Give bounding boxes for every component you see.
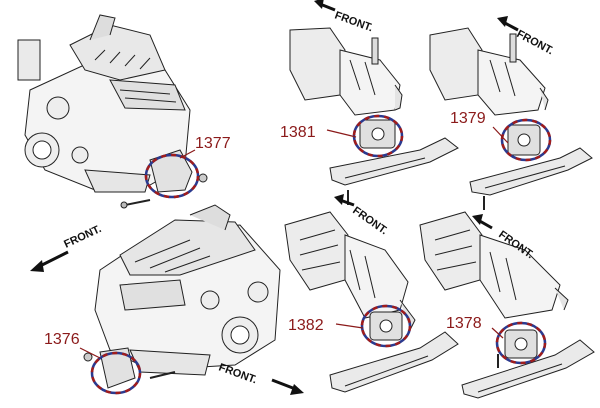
mount-1382-highlight (360, 304, 412, 348)
engine-bottom-illustration (83, 204, 281, 389)
callout-1376: 1376 (44, 331, 80, 348)
front-arrow-engine-bottom (271, 378, 304, 395)
leader-1382 (335, 323, 364, 329)
leader-1381 (326, 129, 357, 138)
front-label-engine-top: FRONT. (62, 223, 103, 251)
front-arrow-trans-4 (472, 214, 493, 230)
transmission-1378-illustration (419, 211, 595, 399)
front-label-trans-2: FRONT. (515, 28, 556, 57)
callout-1382: 1382 (288, 317, 324, 334)
leader-1379 (492, 126, 509, 144)
leader-1376 (79, 347, 101, 359)
callout-1377: 1377 (195, 135, 231, 152)
mount-1377-highlight (144, 153, 200, 199)
transmission-1382-illustration (284, 211, 459, 393)
mount-1376-highlight (90, 351, 142, 395)
callout-1381: 1381 (280, 124, 316, 141)
front-arrow-trans-1 (314, 0, 336, 12)
callout-1379: 1379 (450, 110, 486, 127)
front-arrow-engine-top (30, 250, 69, 272)
transmission-1381-illustration (289, 27, 459, 205)
callout-1378: 1378 (446, 315, 482, 332)
leader-1377 (179, 149, 196, 159)
front-arrow-trans-3 (334, 194, 355, 207)
front-label-engine-bottom: FRONT. (217, 362, 258, 387)
front-label-trans-3: FRONT. (350, 205, 389, 238)
leader-1378 (491, 327, 504, 339)
engine-top-illustration (17, 14, 208, 209)
mount-1379-highlight (500, 118, 552, 162)
front-arrow-trans-2 (497, 16, 519, 32)
front-label-trans-1: FRONT. (333, 10, 374, 35)
transmission-1379-illustration (429, 27, 593, 210)
mount-1378-highlight (495, 321, 547, 365)
